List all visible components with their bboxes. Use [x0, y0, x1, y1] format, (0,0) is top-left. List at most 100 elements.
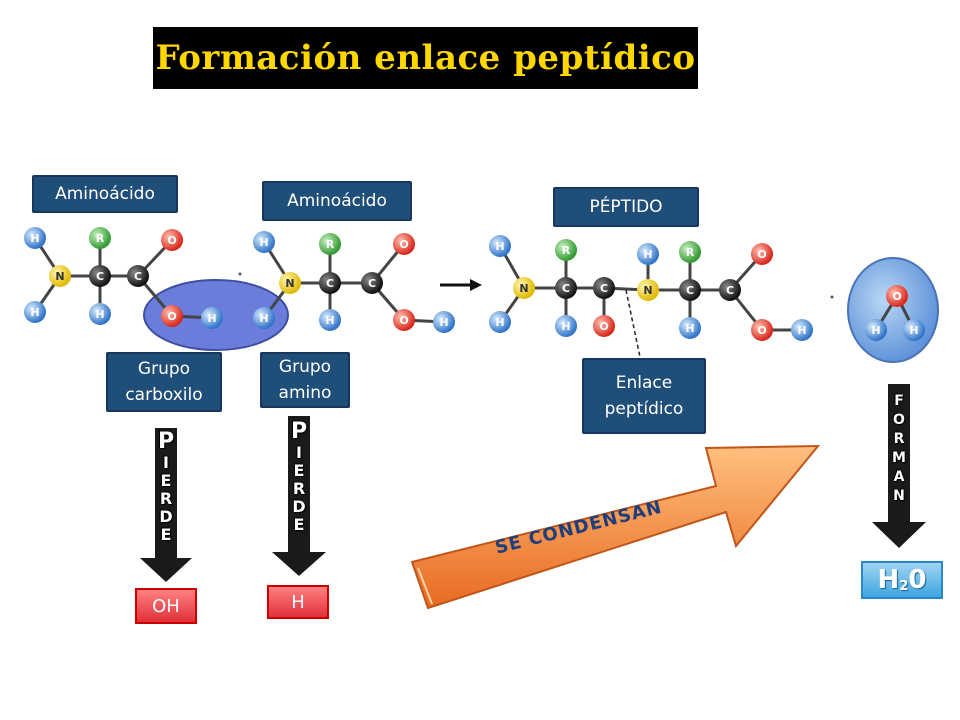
atom-c-label: C — [134, 270, 142, 283]
atom-h-label: H — [495, 316, 504, 329]
atom-h-label: H — [30, 232, 39, 245]
atom-c-ball — [719, 279, 741, 301]
atom-h-ball — [865, 319, 887, 341]
reaction-arrow — [440, 279, 482, 291]
atom-n: N — [49, 265, 71, 287]
atom-r: R — [89, 227, 111, 249]
atom-o-label: O — [399, 238, 408, 251]
result-oh: OH — [135, 588, 197, 624]
atom-h-label: H — [643, 248, 652, 261]
forman-letter: O — [893, 412, 905, 428]
water-tail: 0 — [908, 565, 927, 595]
forman-letter: R — [893, 431, 905, 447]
atom-c-ball — [679, 279, 701, 301]
atom-h: H — [555, 315, 577, 337]
atom-r: R — [555, 239, 577, 261]
atom-c: C — [679, 279, 701, 301]
pierde_2-letter: D — [292, 497, 306, 516]
atom-h: H — [24, 301, 46, 323]
pierde-arrow-1 — [140, 428, 192, 582]
forman-letter: M — [892, 450, 906, 466]
atom-r-label: R — [562, 244, 571, 257]
atom-h-ball — [903, 319, 925, 341]
water-h: H — [877, 565, 900, 595]
atom-c: C — [319, 272, 341, 294]
atom-o-label: O — [757, 248, 766, 261]
atom-o-ball — [886, 285, 908, 307]
atom-o-ball — [393, 309, 415, 331]
label-peptido: PÉPTIDO — [553, 187, 699, 227]
atom-c-label: C — [562, 282, 570, 295]
atom-c: C — [719, 279, 741, 301]
atom-h-ball — [24, 227, 46, 249]
pierde_1-letter: E — [160, 525, 172, 544]
pierde_1-letter: P — [157, 429, 175, 454]
atom-c-ball — [319, 272, 341, 294]
pierde_1-letter: I — [163, 453, 169, 472]
pierde_2-letter: E — [293, 515, 305, 534]
atom-r-label: R — [96, 232, 105, 245]
atom-r-ball — [555, 239, 577, 261]
atom-h-ball — [89, 303, 111, 325]
atom-c-ball — [593, 277, 615, 299]
atom-h-label: H — [259, 312, 268, 325]
atom-r-ball — [89, 227, 111, 249]
label-aminoacido-1: Aminoácido — [32, 175, 178, 213]
atom-h-ball — [433, 311, 455, 333]
atom-h-ball — [319, 309, 341, 331]
atom-c-ball — [89, 265, 111, 287]
atom-c-ball — [555, 277, 577, 299]
atom-o: O — [593, 315, 615, 337]
peptide-bond-pointer — [625, 289, 641, 358]
atom-h-label: H — [259, 236, 268, 249]
atom-n-ball — [637, 279, 659, 301]
atom-c-ball — [361, 272, 383, 294]
forman-arrow — [872, 384, 926, 548]
atom-h-label: H — [685, 322, 694, 335]
atom-h: H — [201, 307, 223, 329]
pierde_2-letter: P — [290, 419, 308, 444]
atom-n-label: N — [643, 284, 652, 297]
atom-n-ball — [279, 272, 301, 294]
atom-h: H — [89, 303, 111, 325]
atom-r-ball — [679, 241, 701, 263]
atom-r-ball — [319, 233, 341, 255]
atom-h-ball — [791, 319, 813, 341]
pierde_2-letter: R — [292, 479, 306, 498]
atom-h-label: H — [30, 306, 39, 319]
forman-letter: N — [893, 488, 905, 504]
pierde_2-letter: I — [296, 443, 302, 462]
atom-n: N — [513, 277, 535, 299]
atom-h: H — [637, 243, 659, 265]
atom-r: R — [319, 233, 341, 255]
water-sub: 2 — [899, 578, 909, 594]
atom-o-ball — [161, 229, 183, 251]
water-molecule — [847, 257, 939, 363]
atom-n: N — [279, 272, 301, 294]
atom-h-ball — [637, 243, 659, 265]
atom-h-label: H — [561, 320, 570, 333]
atom-h-label: H — [871, 324, 880, 337]
atom-h: H — [791, 319, 813, 341]
atom-n-ball — [49, 265, 71, 287]
atom-o-label: O — [892, 290, 901, 303]
atom-c-ball — [127, 265, 149, 287]
atom-o: O — [161, 305, 183, 327]
label-aminoacido-2: Aminoácido — [262, 181, 412, 221]
atom-h: H — [489, 311, 511, 333]
atom-h-ball — [24, 301, 46, 323]
atom-h-ball — [489, 235, 511, 257]
atom-h-ball — [679, 317, 701, 339]
atom-o-ball — [751, 243, 773, 265]
atom-h-ball — [253, 307, 275, 329]
atom-c-label: C — [96, 270, 104, 283]
atom-c-label: C — [686, 284, 694, 297]
atom-h: H — [865, 319, 887, 341]
atom-n-label: N — [519, 282, 528, 295]
atom-h: H — [24, 227, 46, 249]
